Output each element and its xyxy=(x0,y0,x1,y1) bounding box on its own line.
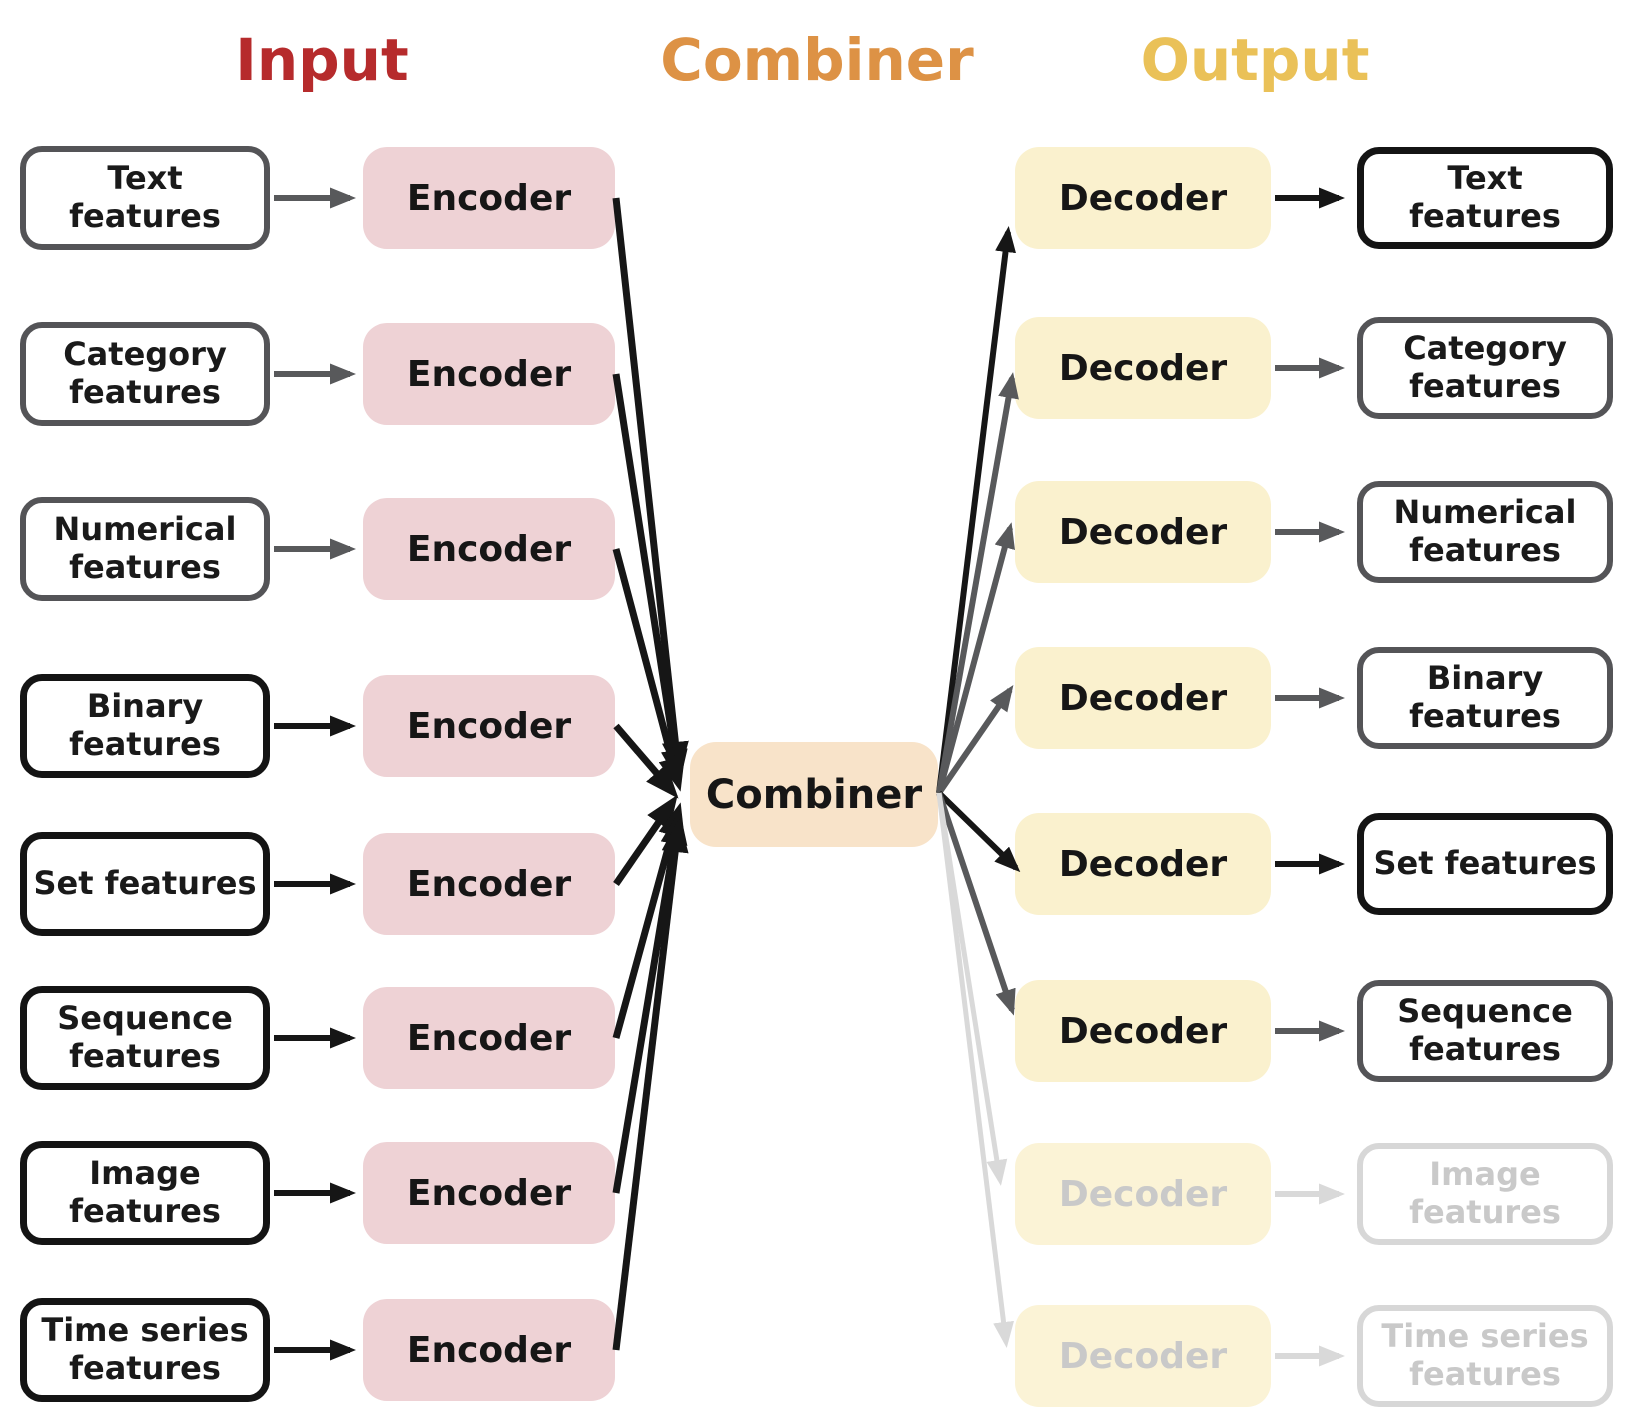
arrow-combiner-decoder5 xyxy=(936,790,1021,873)
arrow-encoder2-combiner xyxy=(612,373,688,784)
encoder-box-binary: Encoder xyxy=(363,675,615,777)
arrow-combiner-decoder4 xyxy=(936,685,1014,795)
input-box-timeseries: Time series features xyxy=(20,1298,270,1402)
output-box-binary: Binary features xyxy=(1357,647,1613,749)
decoder-box-timeseries: Decoder xyxy=(1015,1305,1271,1407)
output-box-image: Image features xyxy=(1357,1143,1613,1245)
arrow-encoder1-combiner xyxy=(612,197,689,776)
encoder-box-sequence: Encoder xyxy=(363,987,615,1089)
encoder-box-numerical: Encoder xyxy=(363,498,615,600)
arrow-combiner-decoder2 xyxy=(936,372,1019,794)
output-box-set: Set features xyxy=(1357,813,1613,915)
header-combiner: Combiner xyxy=(660,26,974,94)
decoder-box-sequence: Decoder xyxy=(1015,980,1271,1082)
input-box-numerical: Numerical features xyxy=(20,497,270,601)
input-box-sequence: Sequence features xyxy=(20,986,270,1090)
arrow-encoder3-combiner xyxy=(612,548,685,792)
combiner-box: Combiner xyxy=(690,742,938,847)
output-box-category: Category features xyxy=(1357,317,1613,419)
decoder-box-binary: Decoder xyxy=(1015,647,1271,749)
arrow-encoder4-combiner xyxy=(613,723,679,799)
header-input: Input xyxy=(235,26,409,94)
input-box-image: Image features xyxy=(20,1141,270,1245)
output-box-timeseries: Time series features xyxy=(1357,1305,1613,1407)
arrow-combiner-decoder3 xyxy=(936,522,1015,794)
decoder-box-set: Decoder xyxy=(1015,813,1271,915)
arrow-combiner-decoder6 xyxy=(936,792,1016,1016)
input-box-binary: Binary features xyxy=(20,674,270,778)
arrow-encoder7-combiner xyxy=(612,810,688,1194)
input-box-text: Text features xyxy=(20,146,270,250)
output-box-numerical: Numerical features xyxy=(1357,481,1613,583)
decoder-box-category: Decoder xyxy=(1015,317,1271,419)
encoder-box-timeseries: Encoder xyxy=(363,1299,615,1401)
arrow-combiner-decoder1 xyxy=(936,226,1016,794)
arrow-combiner-decoder8 xyxy=(936,792,1014,1348)
encoder-box-set: Encoder xyxy=(363,833,615,935)
decoder-box-numerical: Decoder xyxy=(1015,481,1271,583)
decoder-box-text: Decoder xyxy=(1015,147,1271,249)
input-box-category: Category features xyxy=(20,322,270,426)
arrow-encoder6-combiner xyxy=(612,802,685,1039)
decoder-box-image: Decoder xyxy=(1015,1143,1271,1245)
arrow-encoder8-combiner xyxy=(612,818,689,1351)
encoder-box-category: Encoder xyxy=(363,323,615,425)
header-output: Output xyxy=(1140,26,1370,94)
encoder-box-text: Encoder xyxy=(363,147,615,249)
output-box-text: Text features xyxy=(1357,147,1613,249)
arrow-encoder5-combiner xyxy=(613,794,678,886)
arrow-combiner-decoder7 xyxy=(936,792,1008,1186)
output-box-sequence: Sequence features xyxy=(1357,980,1613,1082)
input-box-set: Set features xyxy=(20,832,270,936)
encoder-box-image: Encoder xyxy=(363,1142,615,1244)
